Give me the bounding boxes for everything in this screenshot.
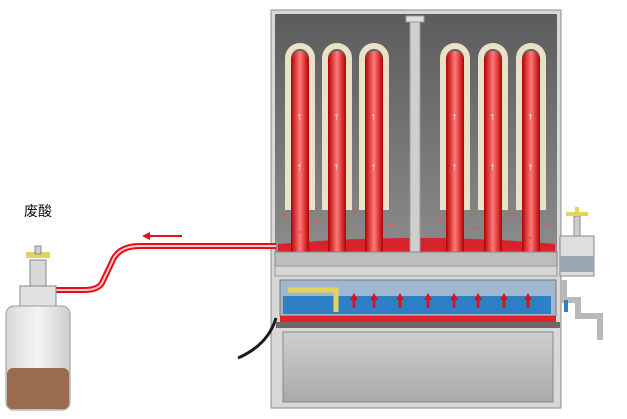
svg-text:↑: ↑ xyxy=(333,163,340,172)
svg-text:↑: ↑ xyxy=(296,113,303,122)
arrow-left-icon xyxy=(142,232,182,240)
heating-tube xyxy=(322,43,352,270)
svg-text:↑: ↑ xyxy=(370,113,377,122)
separator-plate xyxy=(274,251,558,267)
svg-text:↑: ↑ xyxy=(451,113,458,122)
heating-tube xyxy=(440,43,470,270)
svg-text:↑: ↑ xyxy=(489,163,496,172)
svg-text:↑: ↑ xyxy=(527,113,534,122)
feed-pipe xyxy=(288,287,339,312)
heating-tube xyxy=(285,43,315,270)
svg-text:↑: ↑ xyxy=(527,163,534,172)
svg-text:↑: ↑ xyxy=(489,113,496,122)
waste-liquid xyxy=(7,368,69,409)
heating-tube xyxy=(478,43,508,270)
valve-icon xyxy=(566,207,588,216)
svg-text:↑: ↑ xyxy=(333,113,340,122)
vapor-dots xyxy=(283,210,550,240)
waste-bottle xyxy=(5,245,71,411)
svg-text:↑: ↑ xyxy=(370,163,377,172)
side-reservoir xyxy=(559,215,603,340)
waste-pipe xyxy=(46,243,276,293)
vapor-arrows: ↑ ↑ ↑ ↑ ↑ ↑ ↑ ↑ ↑ ↑ ↑ ↑ xyxy=(296,113,534,172)
lower-cabinet xyxy=(282,331,554,403)
cable xyxy=(237,317,278,360)
heating-tube xyxy=(359,43,389,270)
acid-bath xyxy=(276,279,560,328)
svg-text:↑: ↑ xyxy=(296,163,303,172)
heat-arrows xyxy=(350,293,532,308)
svg-text:↑: ↑ xyxy=(451,163,458,172)
waste-acid-label: 废酸 xyxy=(24,204,52,220)
heating-tube xyxy=(516,43,546,270)
heating-tubes xyxy=(285,43,546,270)
